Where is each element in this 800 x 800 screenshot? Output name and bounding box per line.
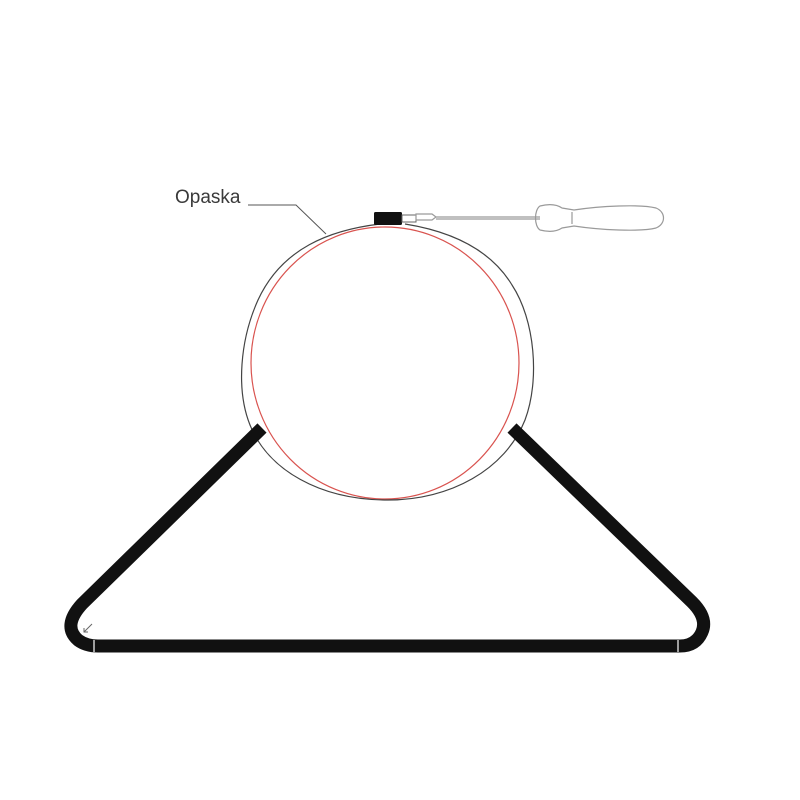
cable-tie-tail — [401, 214, 417, 223]
circle-guide — [250, 226, 520, 500]
callout-leader-line — [248, 204, 327, 235]
cable-tie-strap — [240, 223, 535, 501]
triangle-frame — [64, 423, 711, 653]
callout-label: Opaska — [175, 187, 241, 208]
small-arrow-icon — [83, 623, 93, 633]
screwdriver-icon — [415, 204, 665, 232]
cable-tie-head — [374, 212, 402, 225]
